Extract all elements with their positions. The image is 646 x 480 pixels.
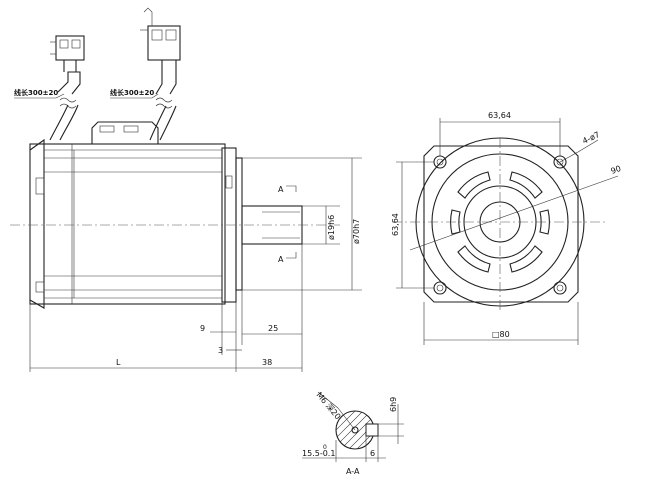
flange-square (423, 145, 579, 303)
section-mark-bottom: A (278, 255, 284, 264)
cable-length-note-left: 线长300±20 (14, 88, 58, 97)
section-mark-top: A (278, 185, 284, 194)
key-width-label: 6h9 (389, 397, 398, 412)
section-a-a: M6 深20 6h9 15.5-0.1 0 6 A-A (302, 391, 404, 476)
key-depth-label: 15.5-0.1 (302, 449, 335, 458)
shaft-diameter-label: ø19h6 (327, 215, 336, 240)
thread-spec-label: M6 深20 (314, 391, 342, 422)
front-view: 90 4-ø7 63,64 63,64 □80 (391, 111, 622, 345)
hole-spec-label: 4-ø7 (581, 130, 601, 146)
dim-6: 6 (370, 449, 375, 458)
thread-hole (351, 426, 359, 434)
cable-right-a (149, 105, 167, 141)
rear-cap (29, 138, 45, 309)
square-80-label: □80 (492, 330, 510, 339)
dim-L: L (116, 358, 121, 367)
connector-left (50, 35, 85, 61)
cable-left-a (49, 104, 69, 141)
dim-3: 3 (218, 346, 223, 355)
dim-25: 25 (268, 324, 278, 333)
connector-right (140, 7, 181, 61)
flange-pcd-vertical-label: 63,64 (391, 213, 400, 236)
cable-left-b (59, 104, 79, 141)
dim-9: 9 (200, 324, 205, 333)
key-tol-upper: 0 (323, 444, 327, 451)
circle-dia-label: 90 (610, 164, 623, 176)
flange-pcd-label: 63,64 (488, 111, 511, 120)
spigot-diameter-label: ø70h7 (352, 219, 361, 244)
motor-body-outline (29, 143, 226, 305)
section-label: A-A (346, 467, 360, 476)
cable-length-note-right: 线长300±20 (110, 88, 154, 97)
side-view: 线长300±20 线长300±20 ø19h6 ø70h7 A A 9 2 (10, 7, 362, 372)
connector-housing (91, 121, 159, 144)
dia-90-leader (409, 175, 619, 251)
spigot (235, 157, 243, 291)
dim-38: 38 (262, 358, 272, 367)
